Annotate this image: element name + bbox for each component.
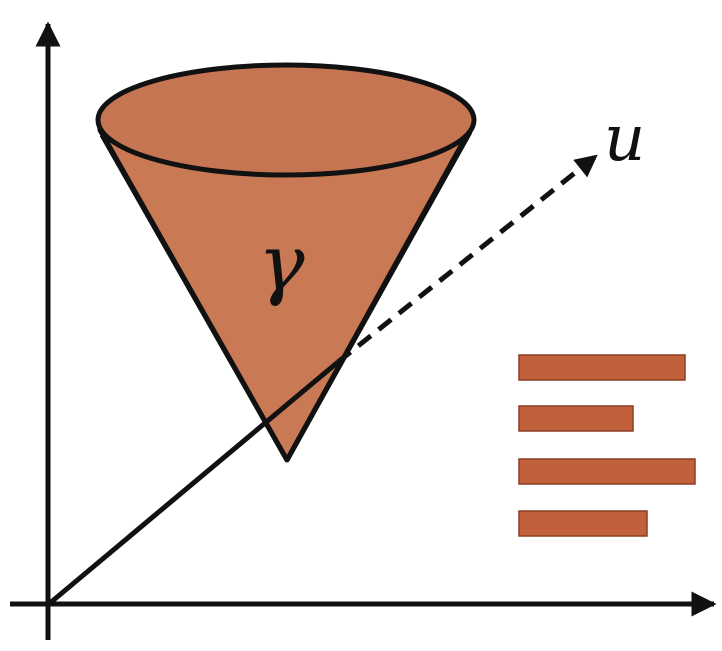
cone-left-edge [99, 133, 290, 462]
legend-bar-2 [518, 405, 634, 432]
cone-rim [95, 62, 477, 178]
vector-u-dashed [336, 154, 598, 364]
legend-bar-4 [518, 510, 648, 537]
vector-label: u [604, 102, 645, 176]
vector-u-solid [48, 360, 340, 605]
legend-bar-3 [518, 458, 696, 485]
cone-right-edge [284, 130, 473, 462]
bar-list-icon [518, 354, 696, 537]
cone-label: γ [258, 219, 305, 309]
legend-bar-1 [518, 354, 686, 381]
